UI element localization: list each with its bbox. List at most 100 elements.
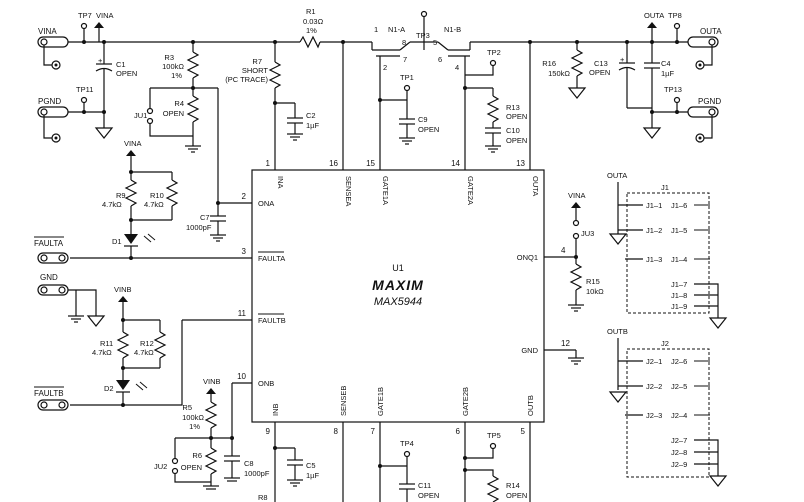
capacitor-c7: C7 1000pF bbox=[186, 203, 226, 242]
tp7: TP7 VINA bbox=[78, 11, 114, 44]
r14-value: OPEN bbox=[506, 491, 527, 500]
r9-ref: R9 bbox=[116, 191, 126, 200]
j1-pin6: J1–6 bbox=[671, 201, 687, 210]
c10-ref: C10 bbox=[506, 126, 520, 135]
c11-ref: C11 bbox=[418, 481, 431, 490]
mosfet-n1: 1 N1-A N1-B 8 TP3 5 7 6 2 4 bbox=[371, 10, 471, 155]
n1a-pin2: 2 bbox=[383, 63, 387, 72]
r13-ref: R13 bbox=[506, 103, 520, 112]
c11-value: OPEN bbox=[418, 491, 439, 500]
pin-outb-label: OUTB bbox=[526, 395, 535, 416]
r8-ref: R8 bbox=[258, 493, 268, 502]
pin-sensea-label: SENSEA bbox=[344, 176, 353, 206]
gnd-terminal: GND bbox=[37, 273, 106, 327]
tp1-c9: TP1 C9 OPEN bbox=[378, 73, 439, 145]
c7-value: 1000pF bbox=[186, 223, 212, 232]
gnd-label: GND bbox=[40, 273, 58, 282]
ic-body bbox=[251, 169, 545, 423]
ic-top-pins: 1 16 15 14 13 INA SENSEA GATE1A GATE2A O… bbox=[266, 155, 540, 206]
c8-value: 1000pF bbox=[244, 469, 270, 478]
r5-tol: 1% bbox=[189, 422, 200, 431]
vinb-arrow-label: VINB bbox=[114, 285, 132, 294]
pin-14-number: 14 bbox=[451, 159, 460, 168]
j2-pin1: J2–1 bbox=[646, 357, 662, 366]
d2-ref: D2 bbox=[104, 384, 114, 393]
n1a-ref: N1-A bbox=[388, 25, 405, 34]
connector-j1: OUTA J1 J1–1 J1–2 J1–3 J1–6 J1–5 J1–4 J1… bbox=[607, 171, 728, 329]
pin-5-number: 5 bbox=[521, 427, 526, 436]
n1a-pin8: 8 bbox=[402, 38, 406, 47]
onq1-ju3-r15: VINA JU3 R15 10kΩ bbox=[568, 191, 604, 312]
r7-ref: R7 bbox=[252, 57, 262, 66]
r12-ref: R12 bbox=[140, 339, 154, 348]
tp13-pgnd: TP13 PGND bbox=[627, 85, 721, 143]
r6-value: OPEN bbox=[181, 463, 202, 472]
r7-value: SHORT bbox=[242, 66, 269, 75]
r12-value: 4.7kΩ bbox=[134, 348, 154, 357]
capacitor-c1: + C1 OPEN bbox=[95, 42, 137, 92]
j1-ref: J1 bbox=[661, 183, 669, 192]
j1-pin2: J1–2 bbox=[646, 226, 662, 235]
svg-text:+: + bbox=[98, 56, 103, 65]
j2-pin5: J2–5 bbox=[671, 382, 687, 391]
pin-7-number: 7 bbox=[371, 427, 376, 436]
r4-ref: R4 bbox=[174, 99, 184, 108]
j2-pin8: J2–8 bbox=[671, 448, 687, 457]
pgnd-label-right: PGND bbox=[698, 97, 721, 106]
outa-terminal: OUTA TP8 OUTA bbox=[644, 11, 722, 70]
pin-3-number: 3 bbox=[242, 247, 247, 256]
ic-right-pins: 4 12 ONQ1 GND bbox=[517, 246, 584, 365]
tp2-r13-c10: TP2 R13 OPEN C10 OPEN bbox=[463, 48, 527, 153]
top-rail bbox=[66, 40, 710, 44]
r3-value: 100kΩ bbox=[162, 62, 184, 71]
r1-ref: R1 bbox=[306, 7, 316, 16]
r3-r4-ju1: R3 100kΩ 1% R4 OPEN JU1 bbox=[134, 42, 220, 205]
r13-value: OPEN bbox=[506, 112, 527, 121]
tp3-ring bbox=[420, 10, 428, 18]
tp4-c11: TP4 C11 OPEN bbox=[378, 436, 439, 502]
pin-9-number: 9 bbox=[266, 427, 271, 436]
n1a-pin1: 1 bbox=[374, 25, 378, 34]
resistor-r16: R16 150kΩ bbox=[542, 42, 587, 99]
inb-c5-r8: C5 1µF R8 bbox=[258, 436, 319, 502]
r5-ref: R5 bbox=[182, 403, 192, 412]
pin-faultb-label: FAULTB bbox=[258, 316, 286, 325]
pin-faulta-label: FAULTA bbox=[258, 254, 285, 263]
pin-outa-label: OUTA bbox=[531, 176, 540, 196]
c9-value: OPEN bbox=[418, 125, 439, 134]
c5-ref: C5 bbox=[306, 461, 316, 470]
ju3-ref: JU3 bbox=[581, 229, 594, 238]
r11-value: 4.7kΩ bbox=[92, 348, 112, 357]
pin-12-number: 12 bbox=[561, 339, 570, 348]
r16-value: 150kΩ bbox=[548, 69, 570, 78]
r10-value: 4.7kΩ bbox=[144, 200, 164, 209]
j1-pin3: J1–3 bbox=[646, 255, 662, 264]
j1-pin7: J1–7 bbox=[671, 280, 687, 289]
pin-11-number: 11 bbox=[238, 309, 247, 318]
r15-value: 10kΩ bbox=[586, 287, 604, 296]
j2-pin6: J2–6 bbox=[671, 357, 687, 366]
tp11-pgnd: TP11 PGND bbox=[37, 85, 114, 143]
r4-value: OPEN bbox=[163, 109, 184, 118]
j1-pin9: J1–9 bbox=[671, 302, 687, 311]
c13-ref: C13 bbox=[594, 59, 608, 68]
vina-terminal: VINA bbox=[37, 27, 69, 70]
tp4-label: TP4 bbox=[400, 439, 414, 448]
svg-text:+: + bbox=[620, 55, 625, 64]
pin-ina-label: INA bbox=[276, 176, 285, 189]
r15-ref: R15 bbox=[586, 277, 600, 286]
r7-c2: R7 SHORT (PC TRACE) C2 1µF bbox=[225, 42, 319, 155]
r6-ref: R6 bbox=[192, 451, 202, 460]
tp13-label: TP13 bbox=[664, 85, 682, 94]
c8-ref: C8 bbox=[244, 459, 254, 468]
pin-gate2b-label: GATE2B bbox=[461, 387, 470, 416]
pin-1-number: 1 bbox=[266, 159, 271, 168]
c10-value: OPEN bbox=[506, 136, 527, 145]
connector-j2: OUTB J2 J2–1 J2–2 J2–3 J2–6 J2–5 J2–4 J2… bbox=[607, 327, 728, 487]
c1-value: OPEN bbox=[116, 69, 137, 78]
j2-pin4: J2–4 bbox=[671, 411, 687, 420]
c2-value: 1µF bbox=[306, 121, 319, 130]
j1-pin1: J1–1 bbox=[646, 201, 662, 210]
tp7-label: TP7 bbox=[78, 11, 92, 20]
